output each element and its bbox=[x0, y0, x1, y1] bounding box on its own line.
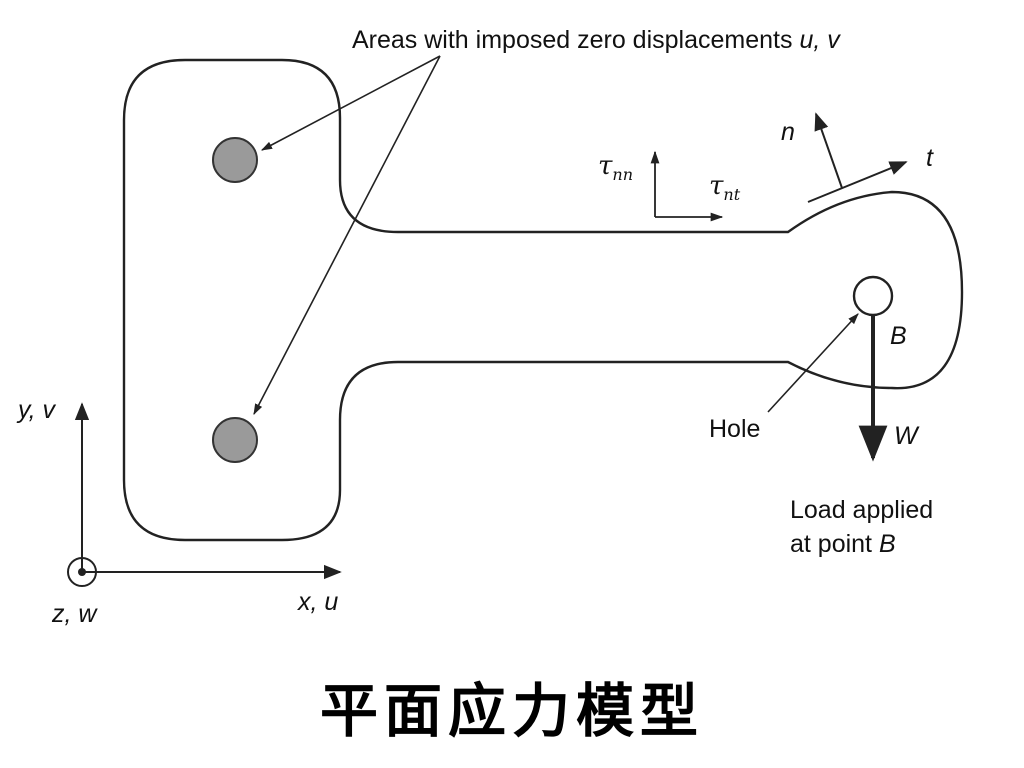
body-outline bbox=[122, 58, 964, 542]
tangent-label: t bbox=[926, 144, 934, 172]
x-axis-label: x, u bbox=[297, 588, 338, 616]
tau-nt-label: τnt bbox=[709, 171, 741, 204]
fixed-areas-label: Areas with imposed zero displacements u,… bbox=[352, 26, 841, 54]
support-circle-top bbox=[212, 137, 258, 183]
z-axis-label: z, w bbox=[51, 600, 98, 628]
point-b-label: B bbox=[890, 322, 907, 350]
z-axis-symbol-dot bbox=[78, 568, 86, 576]
caption-title: 平面应力模型 bbox=[319, 677, 704, 745]
load-note-line1: Load applied bbox=[790, 496, 933, 524]
support-circle-bottom bbox=[212, 417, 258, 463]
z-axis-symbol-ring bbox=[67, 557, 97, 587]
hole-circle bbox=[852, 275, 894, 317]
hole-leader-arrow bbox=[767, 313, 859, 413]
tangent-line bbox=[807, 161, 908, 203]
load-symbol: W bbox=[894, 422, 920, 450]
load-note-line2: at point B bbox=[790, 530, 896, 558]
leader-arrow-top-support bbox=[261, 55, 441, 151]
y-axis-label: y, v bbox=[16, 396, 57, 424]
hole-label: Hole bbox=[709, 415, 760, 443]
leader-arrow-bottom-support bbox=[253, 55, 441, 415]
normal-arrow bbox=[814, 112, 843, 189]
tau-nn-label: τnn bbox=[598, 151, 633, 184]
normal-label: n bbox=[781, 118, 795, 146]
